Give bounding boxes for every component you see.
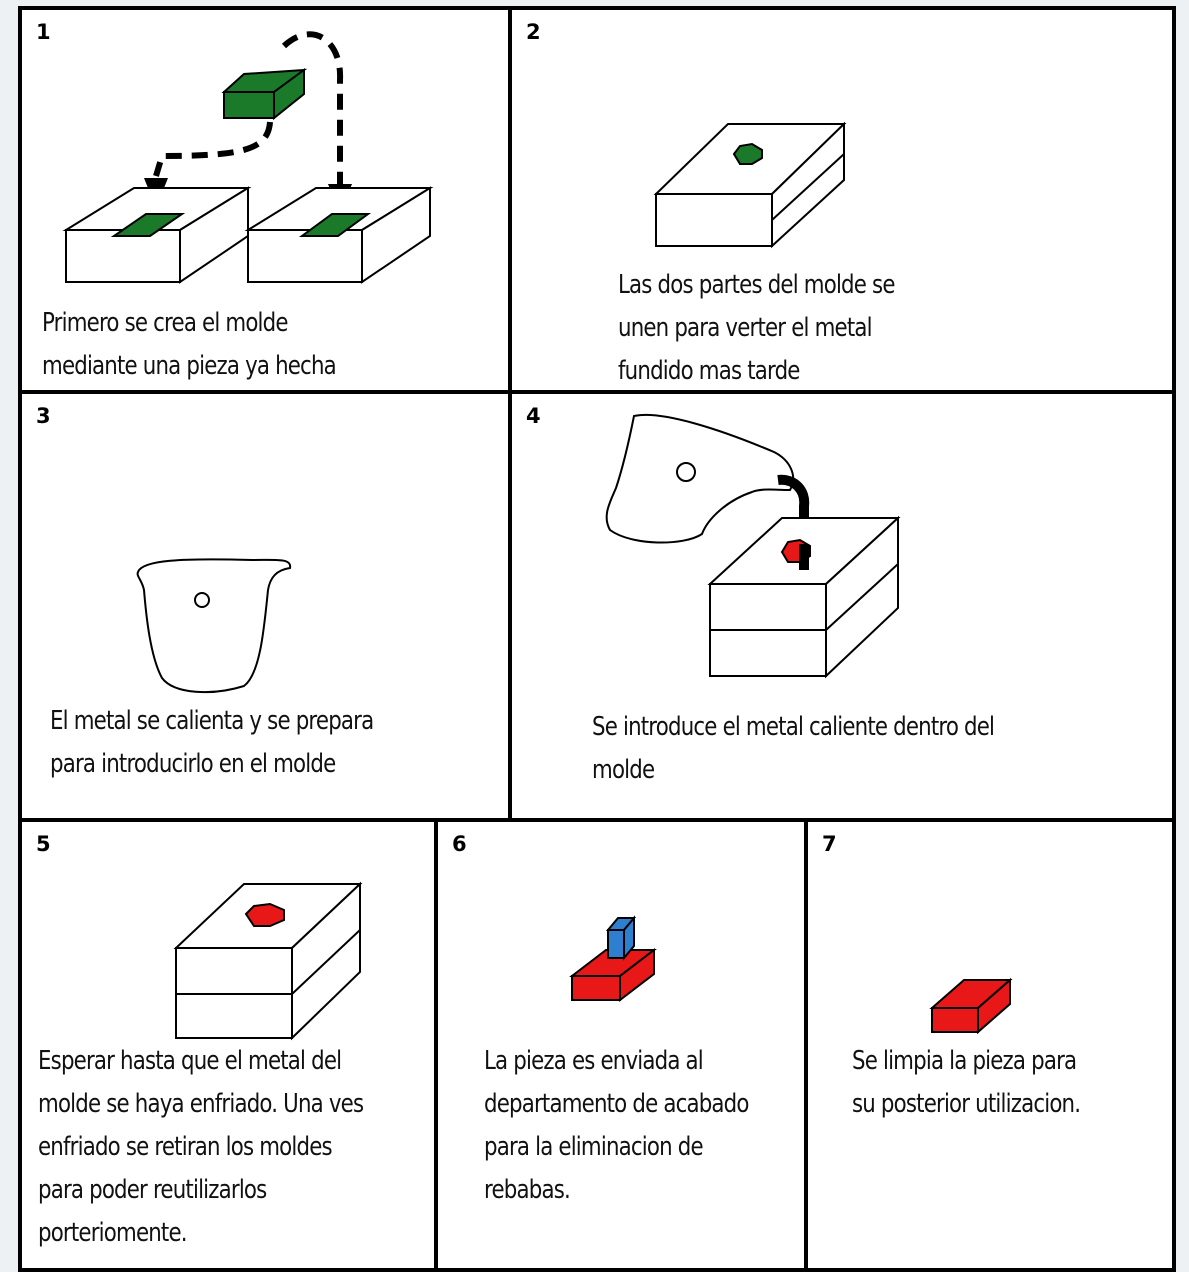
- closed-mold-icon: [653, 121, 847, 249]
- step-2-panel: 2 Las dos partes del molde se unen para …: [508, 6, 1176, 394]
- caption-line: para poder reutilizarlos: [38, 1175, 267, 1205]
- caption-line: para introducirlo en el molde: [50, 749, 336, 779]
- step-caption: Se limpia la pieza para su posterior uti…: [852, 1040, 1081, 1126]
- caption-line: unen para verter el metal: [618, 313, 873, 343]
- caption-line: Primero se crea el molde: [42, 308, 289, 338]
- closed-mold-icon: [707, 515, 901, 679]
- finished-part-icon: [929, 977, 1013, 1035]
- step-5-panel: 5 Esperar hasta que el metal del molde s…: [18, 818, 438, 1272]
- step-number: 7: [822, 832, 837, 856]
- step-number: 2: [526, 20, 541, 44]
- dashed-arrow-icon: [153, 31, 344, 190]
- step-caption: Se introduce el metal caliente dentro de…: [592, 706, 995, 792]
- caption-line: porteriomente.: [38, 1218, 188, 1248]
- caption-line: El metal se calienta y se prepara: [50, 706, 374, 736]
- step-number: 3: [36, 404, 51, 428]
- caption-line: Las dos partes del molde se: [618, 270, 895, 300]
- caption-line: su posterior utilizacion.: [852, 1089, 1081, 1119]
- step-3-illustration: [136, 558, 292, 694]
- caption-line: fundido mas tarde: [618, 356, 800, 386]
- step-5-illustration: [173, 881, 363, 1041]
- step-1-panel: 1: [18, 6, 512, 394]
- caption-line: rebabas.: [484, 1175, 571, 1205]
- caption-line: Esperar hasta que el metal del: [38, 1046, 342, 1076]
- green-pattern-block-icon: [221, 68, 308, 121]
- caption-line: departamento de acabado: [484, 1089, 749, 1119]
- cast-part-with-sprue-icon: [569, 915, 657, 1003]
- step-6-illustration: [569, 915, 657, 1003]
- caption-line: La pieza es enviada al: [484, 1046, 704, 1076]
- crucible-icon: [136, 558, 292, 694]
- caption-line: Se limpia la pieza para: [852, 1046, 1077, 1076]
- step-number: 4: [526, 404, 541, 428]
- step-4-panel: 4 Se introduce el metal caliente dentro …: [508, 390, 1176, 822]
- step-caption: El metal se calienta y se prepara para i…: [50, 700, 374, 786]
- mold-half-icon: [62, 186, 434, 284]
- caption-line: para la eliminacion de: [484, 1132, 704, 1162]
- step-number: 5: [36, 832, 51, 856]
- step-caption: Primero se crea el molde mediante una pi…: [42, 302, 337, 388]
- caption-line: Se introduce el metal caliente dentro de…: [592, 712, 995, 742]
- pouring-crucible-icon: [605, 413, 795, 544]
- step-4-illustration: [605, 413, 901, 679]
- caption-line: mediante una pieza ya hecha: [42, 351, 337, 381]
- step-caption: Esperar hasta que el metal del molde se …: [38, 1040, 364, 1255]
- caption-line: molde: [592, 755, 655, 785]
- step-7-illustration: [929, 977, 1013, 1035]
- step-7-panel: 7 Se limpia la pieza para su posterior u…: [804, 818, 1176, 1272]
- caption-line: molde se haya enfriado. Una ves: [38, 1089, 364, 1119]
- closed-mold-icon: [173, 881, 363, 1041]
- step-caption: Las dos partes del molde se unen para ve…: [618, 264, 895, 390]
- casting-process-diagram: 1: [18, 6, 1176, 1272]
- step-number: 1: [36, 20, 51, 44]
- step-2-illustration: [653, 121, 847, 249]
- step-3-panel: 3 El metal se calienta y se prepara para…: [18, 390, 512, 822]
- step-number: 6: [452, 832, 467, 856]
- step-caption: La pieza es enviada al departamento de a…: [484, 1040, 749, 1212]
- step-6-panel: 6 La pieza es enviada al departamento de…: [434, 818, 808, 1272]
- caption-line: enfriado se retiran los moldes: [38, 1132, 333, 1162]
- step-1-illustration: [62, 31, 434, 284]
